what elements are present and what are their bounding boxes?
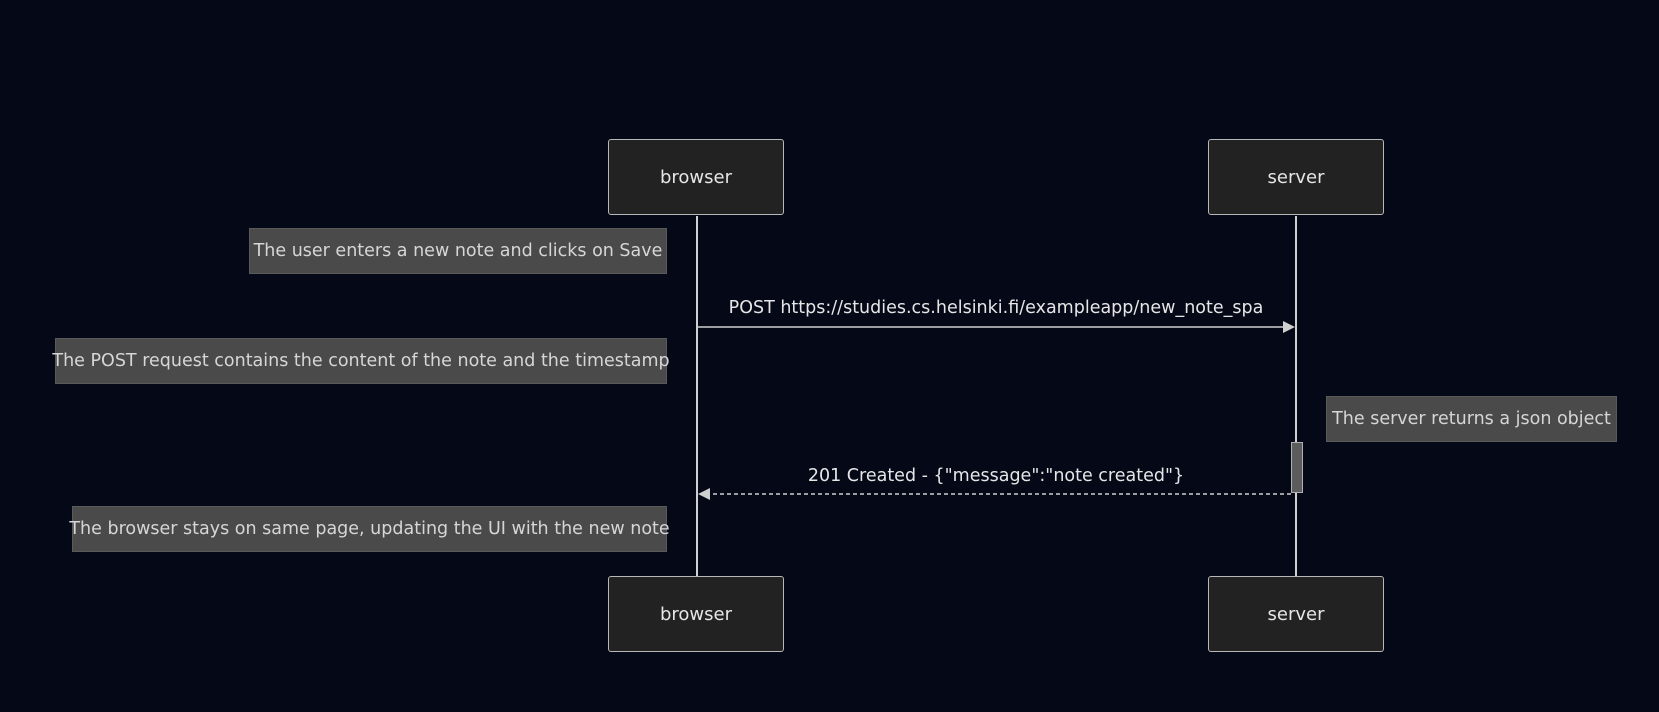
browser-lifeline [696, 216, 698, 577]
created-response-arrowhead [698, 488, 710, 500]
post-request-label: POST https://studies.cs.helsinki.fi/exam… [728, 298, 1264, 318]
server-actor-top: server [1208, 139, 1384, 215]
server-lifeline [1295, 216, 1297, 577]
server-actor-bottom: server [1208, 576, 1384, 652]
server-activation-bar [1291, 442, 1303, 493]
note-browser-stays: The browser stays on same page, updating… [69, 506, 670, 552]
note-server-returns: The server returns a json object [1326, 396, 1617, 442]
browser-actor-bottom: browser [608, 576, 784, 652]
browser-actor-top: browser [608, 139, 784, 215]
post-request-arrowhead [1283, 321, 1295, 333]
note-user-save: The user enters a new note and clicks on… [249, 228, 667, 274]
note-post-contains: The POST request contains the content of… [52, 338, 670, 384]
created-response-label: 201 Created - {"message":"note created"} [807, 466, 1185, 486]
